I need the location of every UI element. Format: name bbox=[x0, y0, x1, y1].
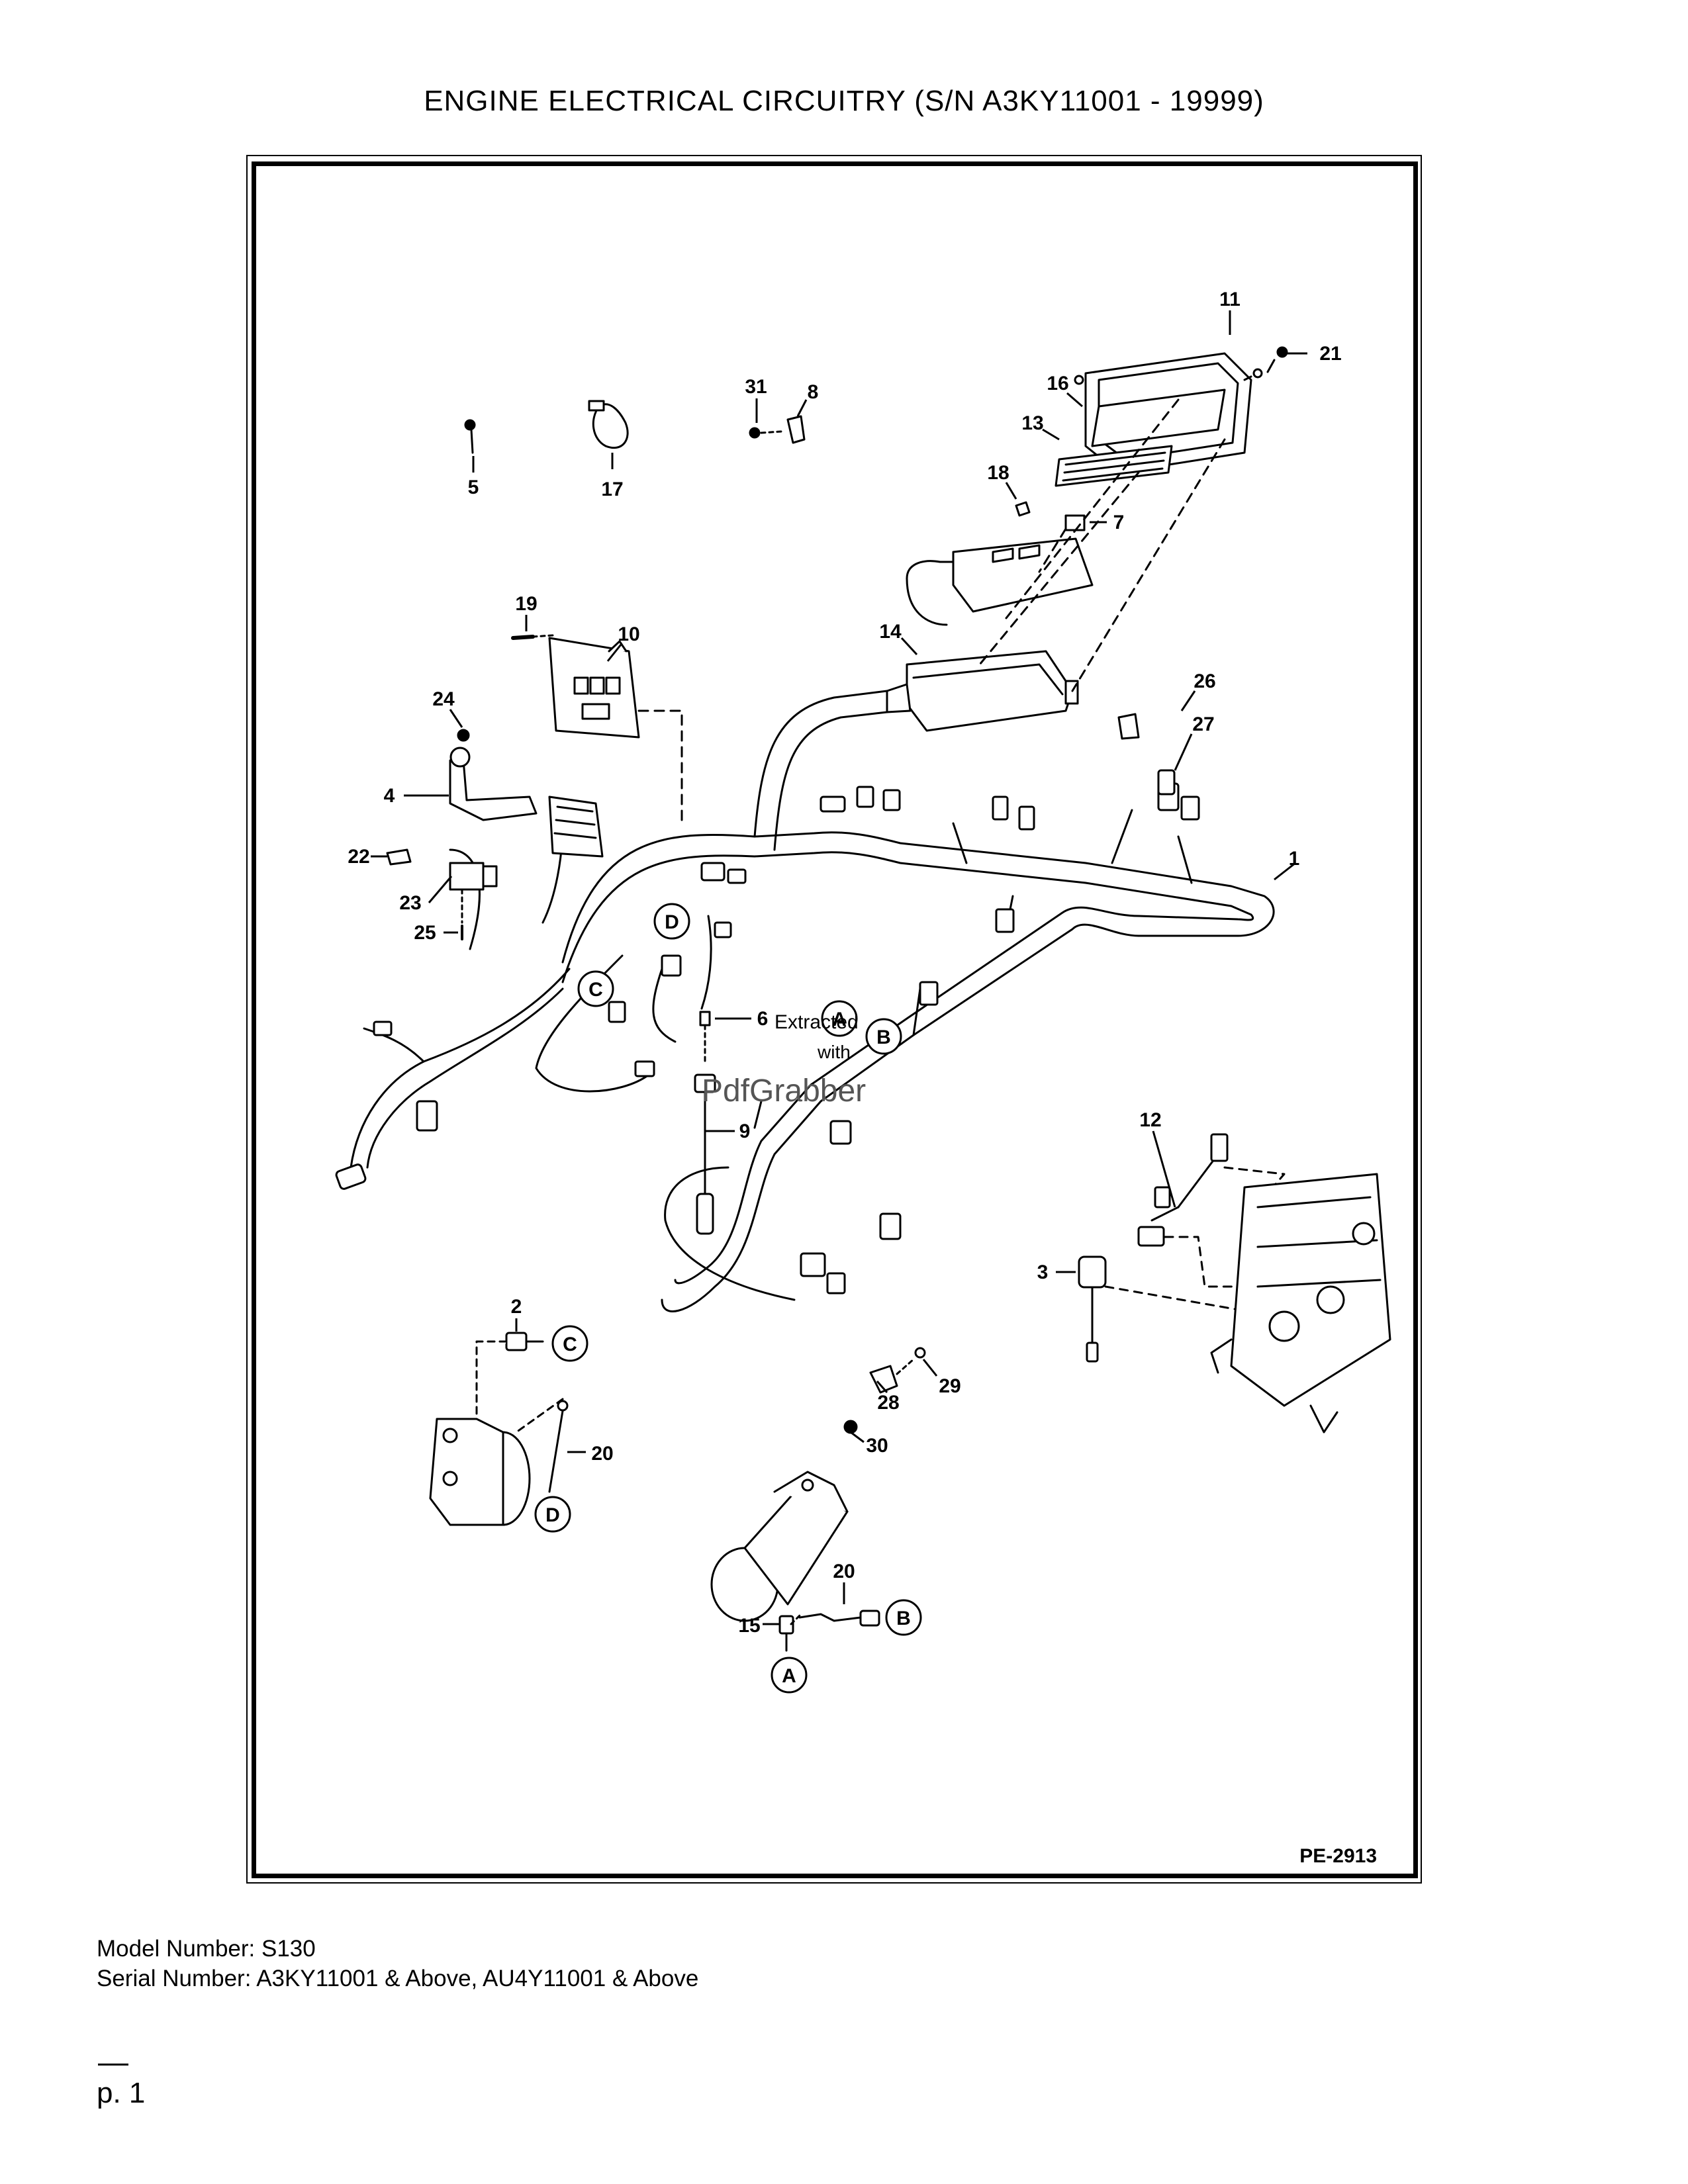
callout-5: 5 bbox=[468, 477, 479, 498]
callout-15: 15 bbox=[738, 1615, 760, 1637]
assembly-line bbox=[637, 709, 683, 825]
callout-numbers: 1 2 3 4 5 6 7 8 9 10 11 12 13 14 15 16 1… bbox=[348, 289, 1341, 1637]
oil-pressure-switch bbox=[475, 1332, 544, 1420]
callout-21: 21 bbox=[1319, 343, 1341, 365]
bolt-and-clip bbox=[749, 415, 806, 444]
figure-code: PE-2913 bbox=[1299, 1845, 1377, 1867]
callout-6: 6 bbox=[757, 1008, 769, 1030]
callout-13: 13 bbox=[1021, 412, 1043, 434]
pressure-switch bbox=[778, 1615, 794, 1652]
callout-11: 11 bbox=[1219, 289, 1241, 310]
callout-24: 24 bbox=[432, 688, 455, 710]
bracket bbox=[449, 747, 538, 821]
hydraulic-filter bbox=[710, 1471, 849, 1622]
callout-3: 3 bbox=[1037, 1261, 1049, 1283]
callout-2: 2 bbox=[511, 1296, 522, 1318]
callout-14: 14 bbox=[879, 621, 902, 643]
ref-b-filter: B bbox=[896, 1608, 911, 1629]
clip bbox=[386, 848, 412, 866]
page-number: p. 1 bbox=[97, 2077, 146, 2109]
fuel-sender bbox=[694, 1011, 716, 1235]
solenoid bbox=[1078, 1255, 1107, 1363]
callout-23: 23 bbox=[399, 892, 421, 914]
page-title: ENGINE ELECTRICAL CIRCUITRY (S/N A3KY110… bbox=[424, 85, 1264, 117]
callout-27: 27 bbox=[1192, 713, 1214, 735]
model-number: Model Number: S130 bbox=[97, 1936, 316, 1962]
fuse-strip bbox=[1055, 445, 1173, 487]
callout-20: 20 bbox=[591, 1443, 613, 1465]
page-rule bbox=[98, 2064, 128, 2066]
bolt bbox=[464, 419, 476, 454]
serial-number: Serial Number: A3KY11001 & Above, AU4Y11… bbox=[97, 1966, 699, 1991]
exploded-parts-diagram: 1 2 3 4 5 6 7 8 9 10 11 12 13 14 15 16 1… bbox=[335, 289, 1391, 1867]
nut bbox=[457, 729, 470, 742]
ref-c-switch: C bbox=[563, 1334, 577, 1355]
ref-c-harness: C bbox=[588, 979, 603, 1001]
relay bbox=[1064, 514, 1086, 531]
callout-25: 25 bbox=[414, 922, 436, 944]
mini-fuse bbox=[1015, 501, 1031, 517]
callout-1: 1 bbox=[1289, 848, 1300, 870]
watermark: Extracted with PdfGrabber bbox=[702, 1011, 866, 1109]
callout-16: 16 bbox=[1047, 373, 1068, 394]
fuel-filter bbox=[429, 1418, 531, 1526]
ref-d-wire: D bbox=[545, 1504, 560, 1526]
callout-26: 26 bbox=[1194, 670, 1215, 692]
fuse-box-upper bbox=[906, 537, 1094, 626]
watermark-line-3: PdfGrabber bbox=[702, 1073, 866, 1109]
callout-31: 31 bbox=[745, 376, 767, 398]
figure-frame-outer bbox=[246, 155, 1422, 1884]
callout-28: 28 bbox=[877, 1392, 899, 1414]
callout-4: 4 bbox=[384, 785, 395, 807]
main-connector bbox=[548, 796, 604, 858]
connector-references: A A B B C C D D bbox=[534, 903, 922, 1694]
ref-b-harness: B bbox=[876, 1026, 891, 1048]
relay-housing bbox=[449, 862, 498, 891]
watermark-line-1: Extracted bbox=[774, 1011, 859, 1033]
connector-pair bbox=[1117, 713, 1176, 796]
figure-frame bbox=[252, 161, 1418, 1878]
controller-module bbox=[548, 637, 640, 739]
callout-10: 10 bbox=[618, 623, 639, 645]
ground-strap bbox=[592, 403, 629, 449]
leader-lines bbox=[371, 310, 1307, 1625]
screw bbox=[1266, 346, 1288, 373]
mounting-hardware bbox=[843, 1347, 926, 1434]
callout-9: 9 bbox=[739, 1120, 751, 1142]
callout-30: 30 bbox=[866, 1435, 888, 1457]
callout-20b: 20 bbox=[833, 1561, 855, 1582]
callout-8: 8 bbox=[808, 381, 819, 403]
screw bbox=[511, 635, 535, 640]
sensor-pair bbox=[1137, 1133, 1229, 1247]
ref-d-harness: D bbox=[665, 911, 679, 933]
harness-connectors bbox=[335, 782, 1200, 1295]
callout-29: 29 bbox=[939, 1375, 961, 1397]
callout-19: 19 bbox=[515, 593, 537, 615]
assembly-lines-fusebox bbox=[978, 375, 1252, 692]
callout-18: 18 bbox=[987, 462, 1009, 484]
injection-pump bbox=[1210, 1173, 1391, 1433]
ref-a-harness: A bbox=[832, 1009, 847, 1030]
ground-wire bbox=[515, 1398, 569, 1493]
fuse-block bbox=[886, 650, 1079, 732]
callout-17: 17 bbox=[601, 478, 623, 500]
ref-a-filter: A bbox=[782, 1665, 796, 1687]
gasket bbox=[1091, 388, 1226, 447]
callout-22: 22 bbox=[348, 846, 369, 868]
callout-7: 7 bbox=[1113, 512, 1125, 533]
callout-12: 12 bbox=[1139, 1109, 1161, 1131]
watermark-line-2: with bbox=[817, 1042, 851, 1062]
main-wiring-harness bbox=[350, 690, 1275, 1312]
sensor-wire bbox=[790, 1610, 880, 1627]
